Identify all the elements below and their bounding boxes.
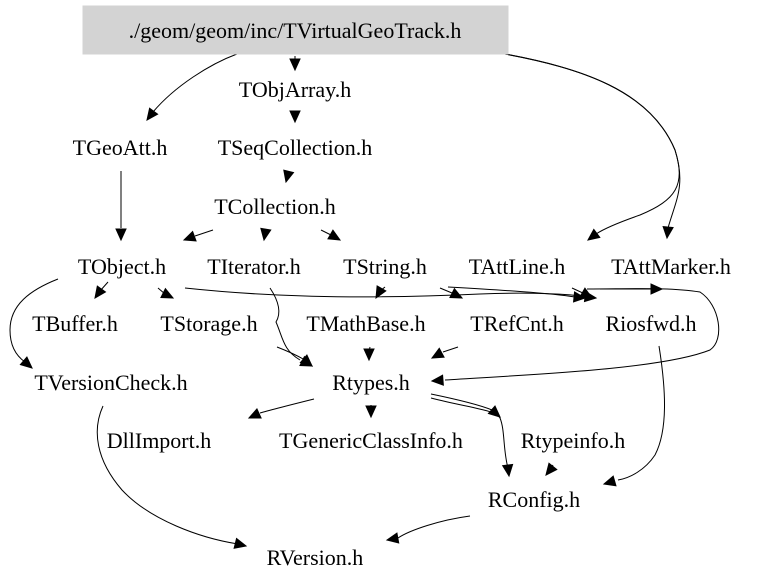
node-TGeoAtt[interactable]: TGeoAtt.h [73, 135, 168, 160]
node-label: TIterator.h [207, 254, 300, 279]
edge-TCollection-TObject-arrowhead [182, 230, 197, 242]
node-label: TCollection.h [214, 194, 336, 219]
edge-root-TGeoAtt-arrowhead [146, 107, 159, 121]
edge-Rtypes-TGenericClassInfo-arrowhead [365, 405, 377, 419]
nodes-layer: ./geom/geom/inc/TVirtualGeoTrack.hTObjAr… [32, 5, 731, 570]
edge-TString-TMathBase-arrowhead [375, 285, 387, 300]
node-label: TVersionCheck.h [34, 370, 187, 395]
edge-Rtypes-RConfig [430, 397, 509, 469]
edge-root-TAttLine [504, 53, 680, 235]
edge-Riosfwd-RConfig [617, 345, 666, 481]
edge-Rtypes-RConfig-arrowhead [501, 463, 514, 478]
edge-Riosfwd-RConfig-arrowhead [602, 475, 617, 487]
node-label: TStorage.h [160, 311, 257, 336]
edge-RConfig-RVersion [397, 515, 471, 539]
node-RConfig[interactable]: RConfig.h [488, 487, 580, 512]
edge-TAttMarker-Rtypes-arrowhead [430, 374, 444, 386]
node-label: TMathBase.h [306, 311, 425, 336]
node-label: DllImport.h [107, 428, 212, 453]
edge-Rtypes-Rtypeinfo-arrowhead [487, 405, 501, 418]
edge-TAttMarker-Riosfwd-arrowhead [650, 283, 664, 295]
node-label: TObjArray.h [239, 77, 351, 102]
edge-TObject-TVersionCheck-arrowhead [19, 356, 33, 369]
edge-TCollection-TIterator-arrowhead [260, 227, 272, 242]
node-TRefCnt[interactable]: TRefCnt.h [470, 311, 564, 336]
node-label: TSeqCollection.h [218, 135, 373, 160]
node-label: Rtypeinfo.h [521, 428, 626, 453]
node-TVersionCheck[interactable]: TVersionCheck.h [34, 370, 187, 395]
edge-TString-TRefCnt [439, 287, 453, 294]
edge-TObject-TVersionCheck [9, 278, 59, 363]
node-label: TGeoAtt.h [73, 135, 168, 160]
edge-TCollection-TObject [194, 229, 214, 237]
edge-Rtypes-DllImport [259, 398, 315, 414]
node-TBuffer[interactable]: TBuffer.h [32, 311, 118, 336]
edge-TAttLine-Riosfwd-arrowhead [579, 287, 594, 299]
edge-TCollection-TString-arrowhead [327, 229, 342, 241]
node-TMathBase[interactable]: TMathBase.h [306, 311, 425, 336]
node-TGenericClassInfo[interactable]: TGenericClassInfo.h [279, 428, 463, 453]
edge-root-TAttMarker-arrowhead [662, 225, 674, 240]
edge-TObject-Riosfwd [184, 287, 589, 298]
edge-TVersionCheck-RVersion-arrowhead [233, 537, 248, 549]
node-label: ./geom/geom/inc/TVirtualGeoTrack.h [129, 18, 462, 43]
edge-TObject-Rtypes [269, 287, 301, 361]
edge-TMathBase-Rtypes-arrowhead [363, 348, 375, 362]
node-label: TRefCnt.h [470, 311, 564, 336]
edge-RConfig-RVersion-arrowhead [385, 532, 400, 544]
edge-TRefCnt-Rtypes [442, 346, 459, 353]
edge-TString-TRefCnt-arrowhead [449, 287, 464, 299]
node-root[interactable]: ./geom/geom/inc/TVirtualGeoTrack.h [82, 5, 509, 55]
edge-TIterator-Rtypes-arrowhead [299, 354, 313, 367]
edge-root-TAttMarker [504, 53, 681, 229]
node-label: TAttMarker.h [611, 254, 731, 279]
edge-TObjArray-TSeqCollection-arrowhead [289, 110, 301, 124]
edge-root-TGeoAtt [152, 53, 238, 113]
node-TCollection[interactable]: TCollection.h [214, 194, 336, 219]
edge-TObject-TBuffer-arrowhead [94, 285, 107, 299]
edges-layer [9, 53, 720, 549]
node-TStorage[interactable]: TStorage.h [160, 311, 257, 336]
node-TAttLine[interactable]: TAttLine.h [469, 254, 566, 279]
node-RVersion[interactable]: RVersion.h [267, 545, 364, 570]
node-TObjArray[interactable]: TObjArray.h [239, 77, 351, 102]
edge-TString-Riosfwd-arrowhead [572, 291, 587, 303]
edge-root-TObjArray-arrowhead [289, 58, 301, 72]
node-label: Riosfwd.h [605, 311, 696, 336]
edge-TString-Riosfwd [447, 286, 576, 298]
edge-TVersionCheck-RVersion [96, 405, 239, 545]
node-TAttMarker[interactable]: TAttMarker.h [611, 254, 731, 279]
node-label: TString.h [343, 254, 427, 279]
root-node-box [82, 5, 509, 55]
edge-TGeoAtt-TObject-arrowhead [115, 228, 127, 242]
node-TIterator[interactable]: TIterator.h [207, 254, 300, 279]
node-TSeqCollection[interactable]: TSeqCollection.h [218, 135, 373, 160]
node-TObject[interactable]: TObject.h [78, 254, 166, 279]
node-label: TGenericClassInfo.h [279, 428, 463, 453]
node-label: RVersion.h [267, 545, 364, 570]
node-Rtypes[interactable]: Rtypes.h [332, 370, 410, 395]
edge-Rtypes-DllImport-arrowhead [247, 407, 262, 419]
edge-TRefCnt-Rtypes-arrowhead [430, 347, 445, 359]
edge-TObject-TStorage-arrowhead [160, 287, 175, 299]
edge-Rtypes-Rtypeinfo [430, 393, 493, 411]
node-DllImport[interactable]: DllImport.h [107, 428, 212, 453]
edge-Rtypeinfo-RConfig-arrowhead [545, 462, 558, 476]
node-label: TObject.h [78, 254, 166, 279]
node-Riosfwd[interactable]: Riosfwd.h [605, 311, 696, 336]
node-TString[interactable]: TString.h [343, 254, 427, 279]
edge-root-TAttLine-arrowhead [587, 228, 601, 241]
node-label: RConfig.h [488, 487, 580, 512]
node-label: TBuffer.h [32, 311, 118, 336]
node-label: Rtypes.h [332, 370, 410, 395]
node-Rtypeinfo[interactable]: Rtypeinfo.h [521, 428, 626, 453]
edge-TSeqCollection-TCollection-arrowhead [283, 169, 295, 184]
node-label: TAttLine.h [469, 254, 566, 279]
